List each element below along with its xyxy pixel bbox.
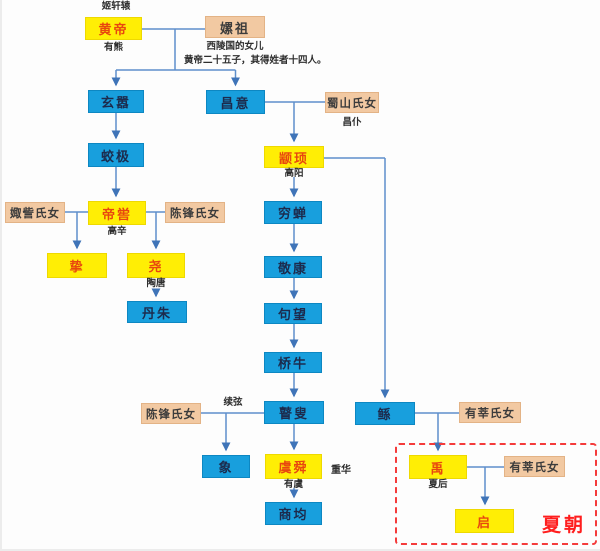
node-gun: 鲧 <box>355 402 415 425</box>
label-jixuanyuan: 姬轩辕 <box>101 1 131 12</box>
node-zhuanxu: 颛顼 <box>264 146 324 168</box>
node-gusou: 瞽叟 <box>264 401 324 424</box>
node-danzhu: 丹朱 <box>127 301 187 323</box>
node-leizu: 嫘祖 <box>205 16 265 38</box>
node-zhi: 挚 <box>47 253 107 278</box>
node-yao: 尧 <box>127 253 185 278</box>
node-huangdi: 黄帝 <box>85 17 142 40</box>
label-gaoxin: 高辛 <box>107 226 127 237</box>
label-gaoyang: 高阳 <box>284 168 304 179</box>
node-youshen-1: 有莘氏女 <box>459 402 521 423</box>
node-shushan: 蜀山氏女 <box>325 92 379 113</box>
descent-arrows <box>72 70 490 506</box>
node-yushun: 虞舜 <box>265 454 322 479</box>
label-youxiong: 有熊 <box>103 42 123 53</box>
node-xiang: 象 <box>202 455 250 478</box>
xia-dynasty-outline <box>395 443 597 545</box>
label-sons-note: 黄帝二十五子，其得姓者十四人。 <box>184 55 327 66</box>
node-chenfeng-1: 陈锋氏女 <box>165 202 225 223</box>
label-chonghua: 重华 <box>331 465 351 476</box>
node-youshen-2: 有莘氏女 <box>504 456 565 477</box>
node-juwang: 句望 <box>264 303 322 324</box>
label-taotang: 陶唐 <box>146 278 166 289</box>
label-xuxian: 续弦 <box>223 397 243 408</box>
node-chenfeng-2: 陈锋氏女 <box>141 403 201 424</box>
node-shangjun: 商均 <box>265 502 322 525</box>
label-xiling: 西陵国的女儿 <box>206 41 264 52</box>
node-xuanxiao: 玄嚣 <box>88 90 144 113</box>
node-qiaoniu: 桥牛 <box>264 352 322 373</box>
label-xia-dynasty: 夏朝 <box>542 514 587 536</box>
label-xiahou: 夏后 <box>428 479 448 490</box>
node-yu: 禹 <box>409 455 467 479</box>
node-jiaoji: 蛟极 <box>88 143 144 167</box>
node-qiongchan: 穷蝉 <box>264 201 322 224</box>
label-changpu: 昌仆 <box>342 117 362 128</box>
node-diku: 帝喾 <box>88 201 146 225</box>
node-changyi: 昌意 <box>206 90 265 114</box>
label-youyu: 有虞 <box>283 479 303 490</box>
node-qi: 启 <box>455 509 514 533</box>
node-jingkang: 敬康 <box>264 256 322 278</box>
node-juzi: 娵訾氏女 <box>5 202 65 223</box>
